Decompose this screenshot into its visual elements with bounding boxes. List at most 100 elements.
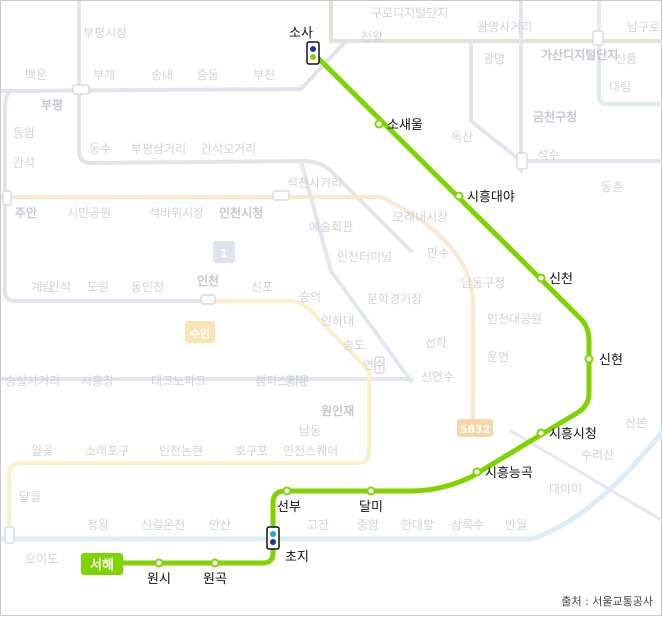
background-station-label: 숭의: [299, 290, 321, 304]
background-station-label: 인천시청: [219, 205, 263, 220]
background-station-label: 가산디지털단지: [541, 47, 618, 62]
background-transfer-markers: [2, 30, 604, 544]
background-station-label: 연수: [363, 358, 385, 372]
background-station-label: 반월: [505, 518, 527, 532]
background-station-label: 대야미: [549, 482, 582, 496]
background-station-label: 신풍: [615, 52, 637, 66]
background-station-label: 상록수: [451, 518, 484, 532]
background-station-label: 천왕: [361, 29, 383, 44]
transfer-sosa[interactable]: [306, 41, 320, 65]
background-station-label: 남동구청: [461, 276, 505, 290]
background-station-label: 소래포구: [85, 444, 129, 458]
background-station-label: 인하대: [321, 314, 354, 328]
background-station-label: 계림: [31, 280, 53, 294]
background-station-label: 시민공원: [67, 206, 111, 220]
background-station-label: 캠퍼스타운: [255, 374, 310, 388]
background-station-label: 시흥창: [81, 374, 114, 388]
background-station-label: 한대앞: [401, 518, 434, 532]
background-station-label: 만수: [427, 246, 449, 260]
background-station-label: 동수: [89, 142, 111, 156]
station-label-wonsi[interactable]: 원시: [147, 572, 171, 587]
background-station-label: 문학경기장: [367, 292, 422, 306]
station-dot-sosaeul[interactable]: [374, 119, 384, 129]
station-dot-sinhyeon[interactable]: [584, 354, 594, 364]
suin-badge: 수인: [190, 326, 210, 340]
station-label-siheung-cityhall[interactable]: 시흥시청: [549, 427, 597, 442]
background-station-label: 인천스퀘어: [283, 443, 338, 458]
background-lines: [1, 1, 662, 543]
background-station-label: 인천: [197, 273, 219, 288]
background-station-label: 동인천: [131, 279, 164, 294]
background-station-label: 간석: [13, 156, 35, 170]
station-dot-dalmi[interactable]: [366, 486, 376, 496]
background-station-label: 간석오거리: [201, 142, 256, 156]
station-label-siheung-neunggok[interactable]: 시흥능곡: [485, 466, 533, 481]
background-station-label: 동춘: [601, 180, 623, 194]
station-label-siheungdaeya[interactable]: 시흥대야: [467, 190, 515, 205]
background-station-label: 숭실사거리: [5, 374, 60, 388]
bus-badge: 5832: [460, 423, 491, 436]
station-label-sinhyeon[interactable]: 신현: [599, 353, 623, 368]
station-label-choji[interactable]: 초지: [285, 550, 309, 565]
background-station-label: 안산: [209, 518, 231, 532]
background-station-label: 동암: [13, 126, 35, 140]
background-station-label: 인천터미널: [337, 249, 392, 264]
background-station-label: 석바위시장: [149, 206, 204, 220]
station-dot-wonsi[interactable]: [154, 558, 164, 568]
line1-badge: 1: [220, 247, 228, 260]
background-station-label: 예술회관: [309, 220, 353, 234]
background-station-label: 선학: [425, 336, 447, 350]
background-station-label: 광명사거리: [477, 20, 532, 34]
background-station-label: 오이도: [25, 552, 58, 566]
background-station-label: 신연수: [421, 370, 454, 384]
background-station-label: 고잔: [307, 518, 329, 532]
station-label-dalmi[interactable]: 달미: [359, 500, 383, 515]
background-station-label: 신포: [251, 280, 273, 294]
station-dot-seonbu[interactable]: [282, 486, 292, 496]
background-station-label: 원인재: [321, 403, 354, 418]
background-station-label: 신길온천: [141, 517, 185, 532]
transfer-choji[interactable]: [266, 526, 280, 550]
source-credit: 출처 : 서울교통공사: [561, 595, 653, 608]
background-station-label: 운연: [487, 350, 509, 364]
station-dot-sincheon[interactable]: [536, 273, 546, 283]
background-station-label: 석수: [537, 148, 559, 162]
station-label-sosaeul[interactable]: 소새울: [387, 118, 423, 133]
station-dot-wongok[interactable]: [210, 558, 220, 568]
background-station-label: 달월: [19, 490, 41, 504]
background-station-label: 수리산: [581, 448, 614, 462]
background-station-label: 인천대공원: [487, 311, 542, 326]
background-station-label: 주안: [15, 205, 37, 220]
background-station-label: 부평: [41, 98, 63, 112]
background-station-label: 간석: [49, 280, 71, 294]
background-station-label: 부천: [253, 67, 275, 82]
background-station-label: 금천구청: [533, 109, 577, 124]
background-station-label: 부평시장: [83, 26, 127, 40]
background-station-label: 태크노파크: [151, 374, 206, 388]
background-station-label: 중앙: [357, 518, 379, 532]
line-badge: 서해: [81, 553, 123, 575]
background-station-label: 월곶: [31, 444, 53, 458]
station-dot-siheung-neunggok[interactable]: [472, 467, 482, 477]
background-station-label: 동막: [285, 374, 307, 388]
background-station-label: 정왕: [87, 518, 109, 532]
station-label-seonbu[interactable]: 선부: [277, 500, 301, 515]
station-dots: [154, 119, 594, 568]
line-badge-text: 서해: [90, 557, 114, 573]
station-label-wongok[interactable]: 원곡: [203, 572, 227, 587]
background-station-label: 광명: [483, 52, 505, 66]
station-labels: 소사 소새울 시흥대야 신천 신현 시흥시청 시흥능곡 달미 선부 초지 원곡 …: [147, 26, 623, 587]
station-label-sosa[interactable]: 소사: [289, 26, 313, 41]
background-station-label: 백운: [25, 68, 47, 82]
station-dot-siheung-cityhall[interactable]: [536, 428, 546, 438]
background-station-label: 남동: [299, 424, 321, 438]
background-station-label: 대림: [609, 80, 631, 94]
background-station-label: 남구로: [627, 20, 660, 34]
station-dot-siheungdaeya[interactable]: [454, 191, 464, 201]
background-station-label: 부개: [93, 68, 115, 82]
background-station-label: 중동: [197, 68, 219, 82]
station-label-sincheon[interactable]: 신천: [549, 272, 573, 287]
background-station-label: 인천논현: [159, 443, 203, 458]
